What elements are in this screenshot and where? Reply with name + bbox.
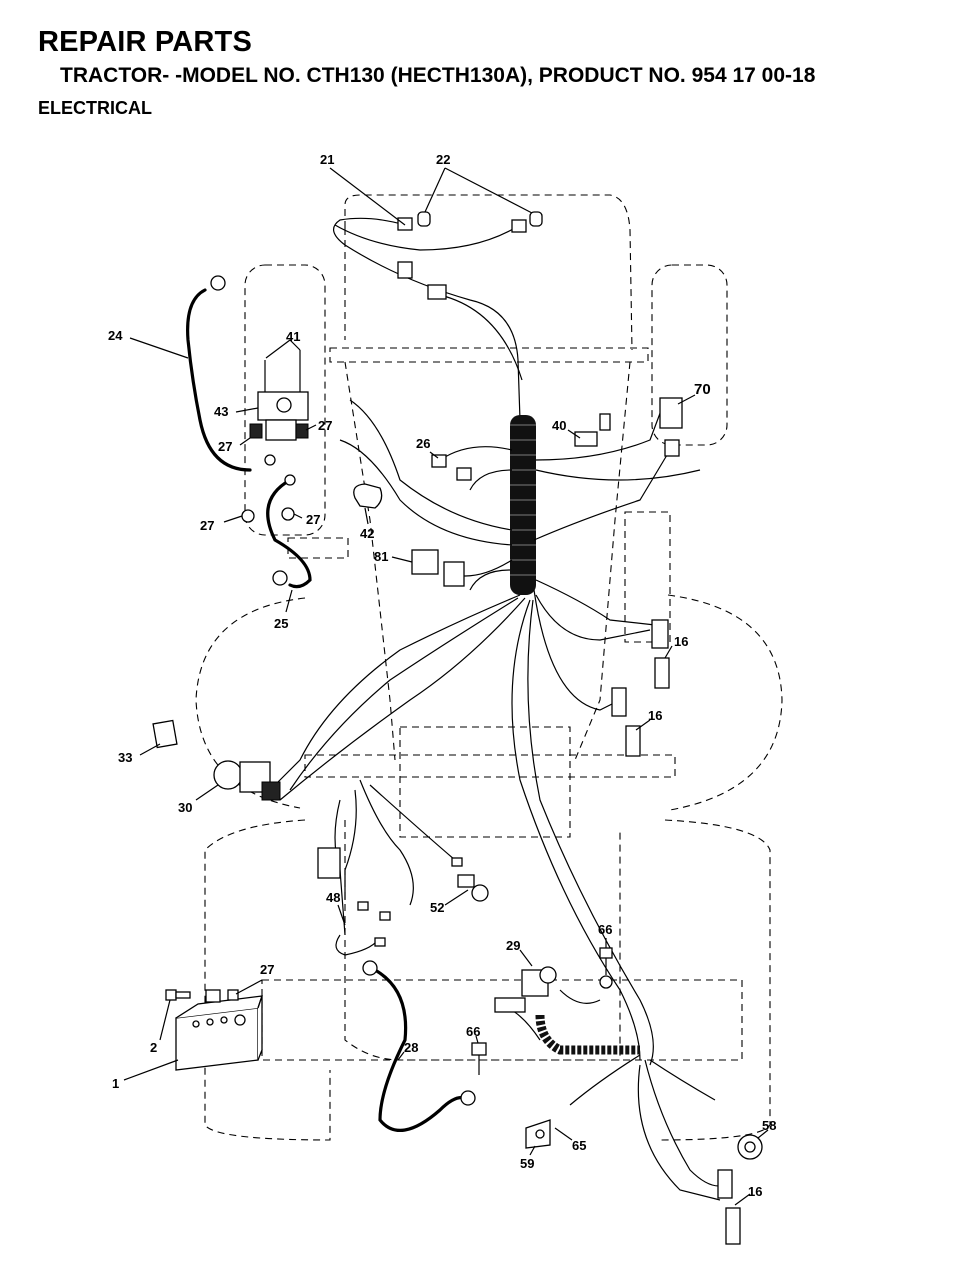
callout-43: 43 xyxy=(214,404,228,419)
switch-59 xyxy=(525,1119,551,1149)
battery-cable-28 xyxy=(373,968,467,1132)
callout-58: 58 xyxy=(762,1118,776,1133)
callout-52: 52 xyxy=(430,900,444,915)
page-title: REPAIR PARTS xyxy=(38,26,253,58)
solenoid-43 xyxy=(249,350,309,441)
callout-65: 65 xyxy=(572,1138,586,1153)
callout-27: 27 xyxy=(306,512,320,527)
callout-21: 21 xyxy=(320,152,334,167)
connector-16a xyxy=(651,619,670,689)
callout-22: 22 xyxy=(436,152,450,167)
connector-16b xyxy=(611,687,641,757)
page-subtitle: TRACTOR- -MODEL NO. CTH130 (HECTH130A), … xyxy=(60,64,816,87)
fuse-holder-40 xyxy=(574,413,611,447)
bolt-2 xyxy=(165,989,239,1003)
connector-70 xyxy=(659,397,683,457)
callout-16: 16 xyxy=(674,634,688,649)
callout-leaders xyxy=(123,167,769,1206)
battery-cable-24 xyxy=(186,288,252,472)
callout-66: 66 xyxy=(598,922,612,937)
callout-70: 70 xyxy=(694,381,711,398)
callout-41: 41 xyxy=(286,329,300,344)
callout-27: 27 xyxy=(260,962,274,977)
ignition-switch-30 xyxy=(213,760,281,801)
callout-24: 24 xyxy=(108,328,123,343)
callout-16: 16 xyxy=(748,1184,762,1199)
callout-16: 16 xyxy=(648,708,662,723)
seat-switch-29 xyxy=(494,966,557,1013)
battery-1 xyxy=(175,995,263,1071)
callout-27: 27 xyxy=(200,518,214,533)
harness-wrap xyxy=(510,415,536,595)
callout-40: 40 xyxy=(552,418,566,433)
headlight-assembly-22 xyxy=(397,211,543,233)
wire-48 xyxy=(335,901,391,956)
nut-27 xyxy=(241,454,296,523)
callout-27: 27 xyxy=(318,418,332,433)
connector-16c xyxy=(717,1169,741,1245)
callout-33: 33 xyxy=(118,750,132,765)
connector-21 xyxy=(397,261,413,279)
battery-cable-25 xyxy=(266,478,312,589)
callout-59: 59 xyxy=(520,1156,534,1171)
callout-27: 27 xyxy=(218,439,232,454)
callout-30: 30 xyxy=(178,800,192,815)
section-title: ELECTRICAL xyxy=(38,98,152,118)
plate-33 xyxy=(152,719,178,749)
connector-26 xyxy=(431,454,472,481)
callout-81: 81 xyxy=(374,549,388,564)
horn-58 xyxy=(737,1134,763,1160)
callout-48: 48 xyxy=(326,890,340,905)
bolt-66 xyxy=(471,947,613,1075)
boot-42 xyxy=(353,483,383,509)
callout-28: 28 xyxy=(404,1040,418,1055)
callout-labels: 21 22 24 41 43 27 27 27 27 27 26 40 70 4… xyxy=(108,152,776,1199)
callout-2: 2 xyxy=(150,1040,157,1055)
ring-terminals xyxy=(210,275,613,1106)
tractor-outline xyxy=(195,194,783,1141)
relay-81 xyxy=(411,549,465,587)
callout-29: 29 xyxy=(506,938,520,953)
callout-66: 66 xyxy=(466,1024,480,1039)
callout-26: 26 xyxy=(416,436,430,451)
bulb-52 xyxy=(457,874,489,902)
callout-42: 42 xyxy=(360,526,374,541)
coiled-cord xyxy=(535,1014,640,1055)
connector-harness-top xyxy=(427,284,447,300)
callout-25: 25 xyxy=(274,616,288,631)
callout-1: 1 xyxy=(112,1076,119,1091)
connector-block xyxy=(317,847,463,879)
